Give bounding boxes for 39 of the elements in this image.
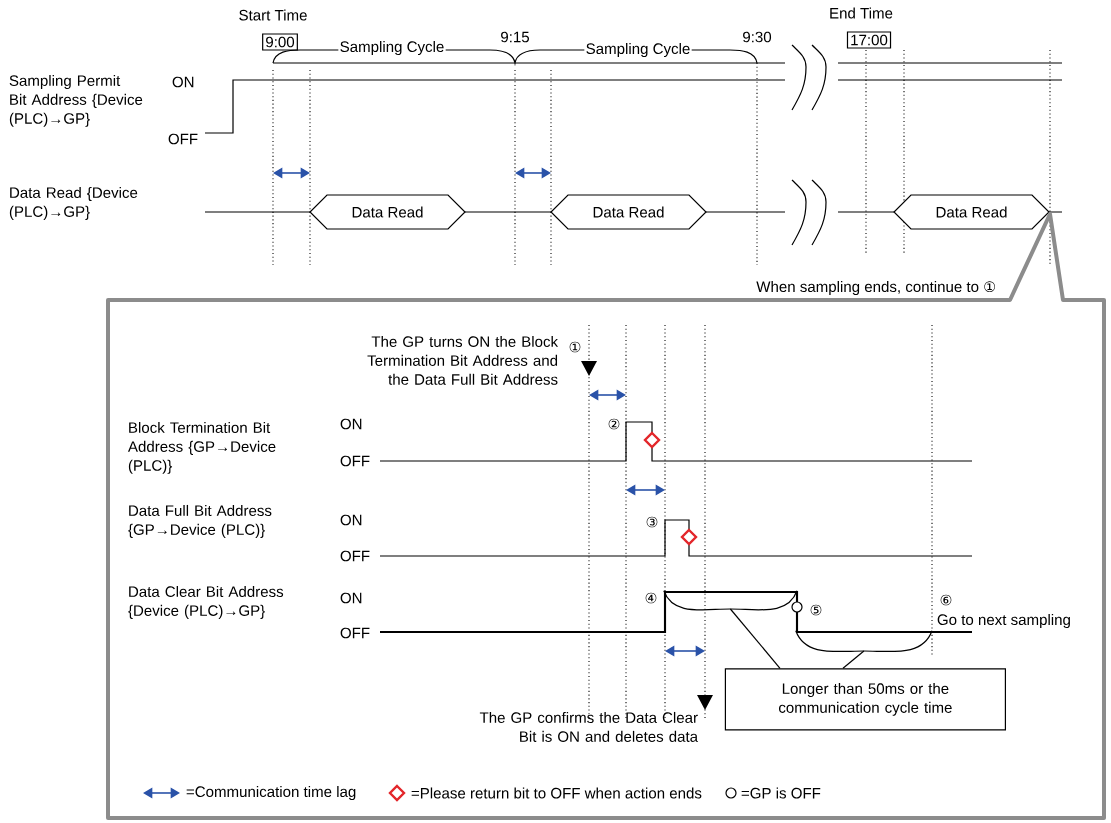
period-label: Sampling Cycle <box>338 39 446 57</box>
step-number: ⑥ <box>940 594 952 606</box>
time-label: 9:30 <box>743 31 772 43</box>
legend-text: =GP is OFF <box>741 787 821 799</box>
span-bracket <box>663 590 798 611</box>
connector-line <box>729 608 781 669</box>
state-label: OFF <box>168 133 198 145</box>
time-label: 9:15 <box>501 31 529 43</box>
legend-text: =Communication time lag <box>186 785 356 800</box>
signal-name: Data Full Bit Address {GP→Device (PLC)} <box>128 504 272 538</box>
data-read-hexagon: Data Read <box>309 194 466 230</box>
state-label: OFF <box>340 627 370 639</box>
state-label: ON <box>340 514 362 526</box>
step-number: ③ <box>646 516 658 528</box>
span-bracket <box>795 630 933 653</box>
signal-name: Data Clear Bit Address {Device (PLC)→GP} <box>128 585 284 619</box>
state-label: ON <box>340 592 362 604</box>
time-box: 9:00 <box>262 33 298 51</box>
data-read-hexagon: Data Read <box>550 194 707 230</box>
signal-name: Block Termination Bit Address {GP→Device (PLC)} <box>127 421 276 474</box>
state-label: ON <box>340 418 362 430</box>
step-number: ① <box>569 341 581 353</box>
signal-name: Sampling Permit Bit Address {Device (PLC)→GP} <box>9 74 143 127</box>
step-number: ⑤ <box>810 604 822 616</box>
time-box: 17:00 <box>846 31 892 49</box>
note-box: Longer than 50ms or the communication cycle time <box>724 668 1006 731</box>
step-number: ② <box>608 418 620 430</box>
state-label: ON <box>172 76 194 88</box>
state-label: OFF <box>340 550 370 562</box>
period-label: Sampling Cycle <box>584 41 692 59</box>
data-read-hexagon: Data Read <box>893 194 1050 230</box>
connector-line <box>842 650 865 669</box>
state-label: OFF <box>340 455 370 467</box>
callout-text: When sampling ends, continue to ① <box>756 280 995 295</box>
note-text: Go to next sampling <box>937 614 1070 628</box>
note-text: The GP turns ON the Block Termination Bit Address and the Data Full Bit Address <box>367 335 559 385</box>
note-text: The GP confirms the Data Clear Bit is ON and deletes data <box>479 711 698 742</box>
signal-name: Data Read {Device (PLC)→GP} <box>9 186 138 220</box>
legend-text: =Please return bit to OFF when action ends <box>411 787 702 799</box>
